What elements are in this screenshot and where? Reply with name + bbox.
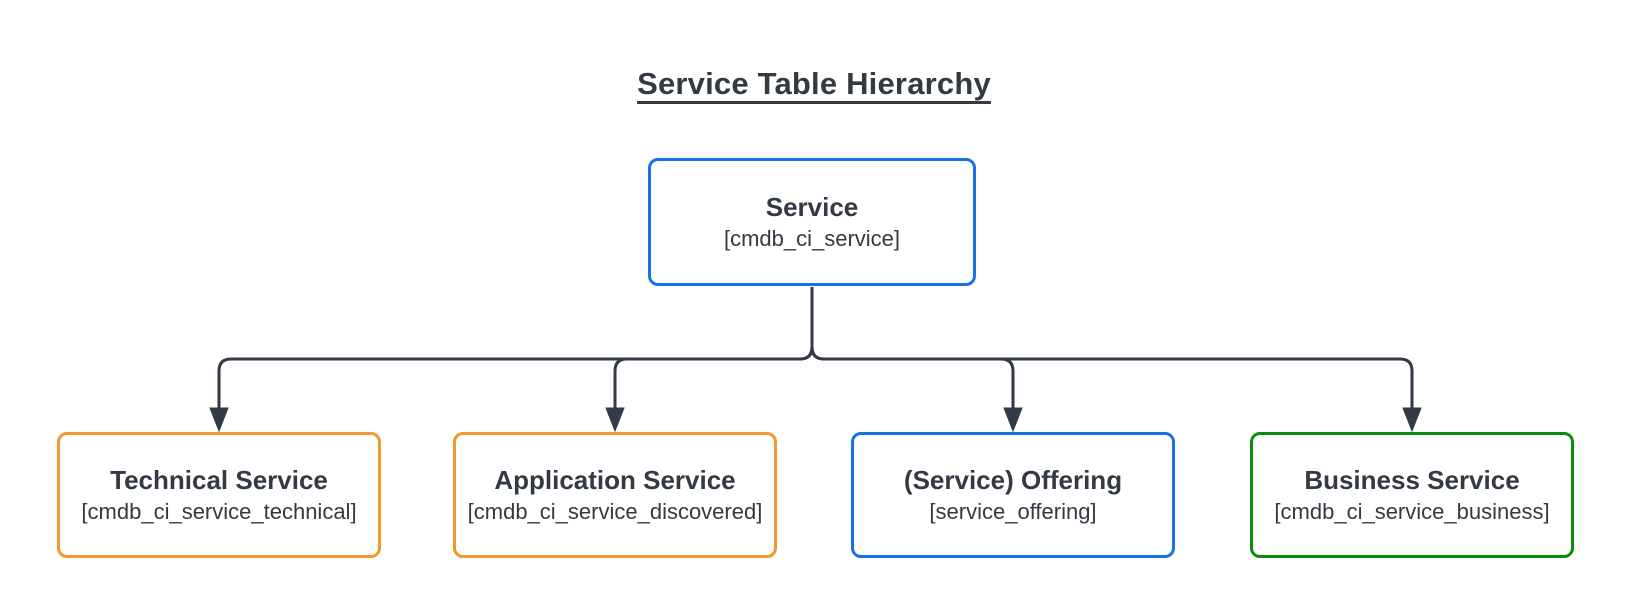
node-service-table-name: [cmdb_ci_service] (723, 225, 901, 251)
node-technical-service: Technical Service [cmdb_ci_service_techn… (57, 432, 381, 558)
node-application-service-table-name: [cmdb_ci_service_discovered] (467, 498, 763, 524)
node-technical-service-table-name: [cmdb_ci_service_technical] (81, 498, 357, 524)
arrowhead-application (605, 407, 625, 433)
node-business-service-table-name: [cmdb_ci_service_business] (1274, 498, 1550, 524)
edge-service-to-offering (810, 287, 1015, 410)
node-business-service-label: Business Service (1304, 465, 1520, 496)
node-service-offering: (Service) Offering [service_offering] (851, 432, 1175, 558)
edge-service-to-business (810, 287, 1414, 410)
arrowhead-business (1402, 407, 1422, 433)
arrowhead-technical (209, 407, 229, 433)
node-business-service: Business Service [cmdb_ci_service_busine… (1250, 432, 1574, 558)
node-service-offering-table-name: [service_offering] (929, 498, 1097, 524)
node-service-label: Service (765, 192, 859, 223)
node-application-service: Application Service [cmdb_ci_service_dis… (453, 432, 777, 558)
edge-service-to-application (613, 287, 814, 410)
diagram-title: Service Table Hierarchy (637, 66, 991, 101)
node-service-offering-label: (Service) Offering (903, 465, 1123, 496)
node-application-service-label: Application Service (494, 465, 736, 496)
edge-service-to-technical (217, 287, 814, 410)
arrowhead-offering (1003, 407, 1023, 433)
node-service: Service [cmdb_ci_service] (648, 158, 976, 286)
node-technical-service-label: Technical Service (110, 465, 328, 496)
